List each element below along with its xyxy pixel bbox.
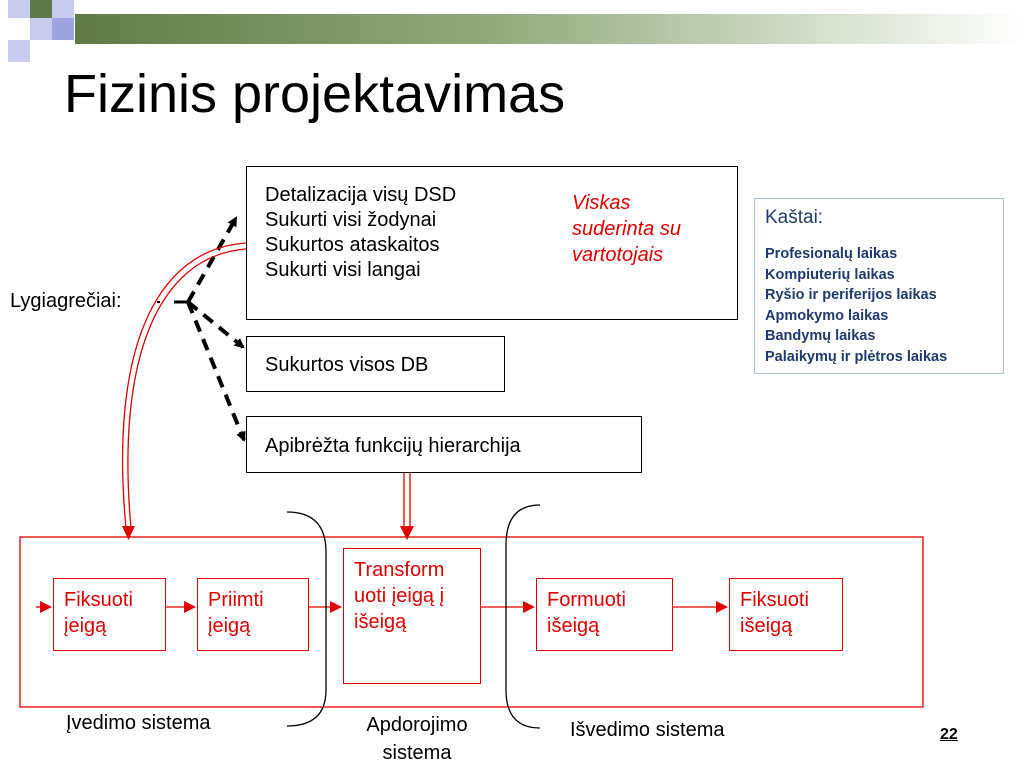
header-bar <box>75 14 1024 44</box>
costs-list: Profesionalų laikas Kompiuterių laikas R… <box>765 244 947 367</box>
red-arc-arrow <box>121 242 247 529</box>
system-outer-box <box>19 536 924 708</box>
design-output-1: Detalizacija visų DSD <box>265 184 457 206</box>
cost-item: Ryšio ir periferijos laikas <box>765 287 937 303</box>
cost-item: Kompiuterių laikas <box>765 266 895 283</box>
db-box-label: Sukurtos visos DB <box>265 354 429 376</box>
red-down-arrow <box>403 472 411 528</box>
input-accept-line-2: įeigą <box>208 615 251 637</box>
output-fix-line-2: išeigą <box>740 615 793 637</box>
page-number: 22 <box>940 726 958 743</box>
header-square-1 <box>8 0 30 18</box>
processing-system-line-2: sistema <box>382 742 452 764</box>
design-output-4: Sukurti visi langai <box>265 259 421 281</box>
output-form-line-2: išeigą <box>547 615 600 637</box>
input-accept-line-1: Priimti <box>208 589 264 611</box>
transform-text: Transform uoti įeigą į išeigą <box>344 549 480 635</box>
cost-item: Palaikymų ir plėtros laikas <box>765 348 948 365</box>
processing-system-line-1: Apdorojimo <box>366 714 468 736</box>
design-outputs-box: Detalizacija visų DSD Sukurti visi žodyn… <box>246 166 738 320</box>
cost-item: Bandymų laikas <box>765 328 876 344</box>
agreement-note-line-3: vartotojais <box>572 244 664 266</box>
output-fix-box: Fiksuoti išeigą <box>729 578 843 651</box>
cost-item: Apmokymo laikas <box>765 307 889 324</box>
output-system-bracket <box>505 504 541 729</box>
parallel-connector <box>157 216 246 442</box>
output-form-line-1: Formuoti <box>547 589 626 611</box>
output-system-label: Išvedimo sistema <box>570 719 725 741</box>
header-square-4 <box>30 18 52 40</box>
input-system-label: Įvedimo sistema <box>66 712 211 734</box>
transform-box: Transform uoti įeigą į išeigą <box>343 548 481 684</box>
input-system-bracket <box>286 511 327 727</box>
input-fix-text: Fiksuoti įeigą <box>54 579 165 639</box>
input-accept-box: Priimti įeigą <box>197 578 309 651</box>
transform-line-3: išeigą <box>354 611 407 633</box>
header-square-3 <box>52 0 74 18</box>
output-fix-text: Fiksuoti išeigą <box>730 579 842 639</box>
cost-item: Profesionalų laikas <box>765 246 898 262</box>
transform-line-2: uoti įeigą į <box>354 585 445 607</box>
output-form-text: Formuoti išeigą <box>537 579 672 639</box>
input-fix-line-1: Fiksuoti <box>64 589 133 611</box>
output-form-box: Formuoti išeigą <box>536 578 673 651</box>
db-box: Sukurtos visos DB <box>246 336 505 392</box>
agreement-note: Viskas suderinta su vartotojais <box>572 190 681 268</box>
input-fix-line-2: įeigą <box>64 615 107 637</box>
transform-line-1: Transform <box>354 559 445 581</box>
header-square-6 <box>8 40 30 62</box>
header-square-5 <box>52 18 74 40</box>
costs-panel: Kaštai: Profesionalų laikas Kompiuterių … <box>754 198 1004 374</box>
agreement-note-line-2: suderinta su <box>572 218 681 240</box>
costs-title: Kaštai: <box>765 207 824 228</box>
output-fix-line-1: Fiksuoti <box>740 589 809 611</box>
processing-system-label: Apdorojimo sistema <box>352 711 482 767</box>
design-output-3: Sukurtos ataskaitos <box>265 234 440 256</box>
parallel-label: Lygiagrečiai: <box>10 290 122 312</box>
slide-title: Fizinis projektavimas <box>64 64 566 124</box>
input-fix-box: Fiksuoti įeigą <box>53 578 166 651</box>
agreement-note-line-1: Viskas <box>572 192 631 214</box>
header-square-2 <box>30 0 52 18</box>
hierarchy-box: Apibrėžta funkcijų hierarchija <box>246 416 642 473</box>
input-accept-text: Priimti įeigą <box>198 579 308 639</box>
hierarchy-box-label: Apibrėžta funkcijų hierarchija <box>265 435 521 457</box>
design-output-2: Sukurti visi žodynai <box>265 209 437 231</box>
